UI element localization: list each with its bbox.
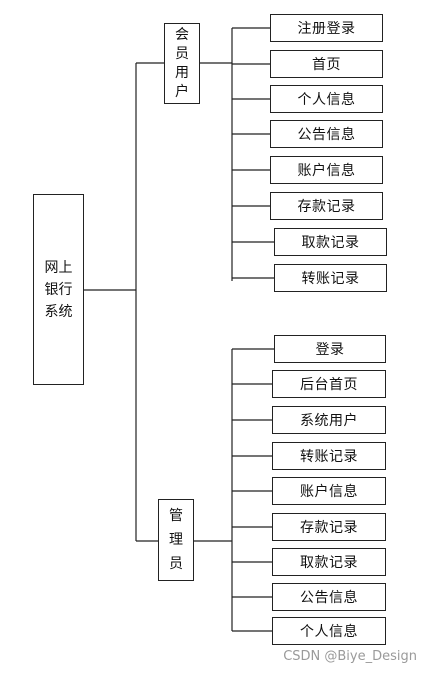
admin-item-login: 登录 — [274, 335, 386, 363]
member-item-personal-info: 个人信息 — [270, 85, 383, 113]
admin-item-announcements: 公告信息 — [272, 583, 386, 611]
member-char-1: 会 — [175, 26, 189, 43]
root-line-3: 系统 — [44, 303, 73, 320]
admin-char-1: 管 — [169, 508, 183, 524]
admin-item-account-info: 账户信息 — [272, 477, 386, 505]
admin-item-transfer-records: 转账记录 — [272, 442, 386, 470]
admin-item-dashboard: 后台首页 — [272, 370, 386, 398]
watermark: CSDN @Biye_Design — [283, 649, 417, 664]
member-item-transfer-records: 转账记录 — [274, 264, 387, 292]
member-item-deposit-records: 存款记录 — [270, 192, 383, 220]
member-char-4: 户 — [175, 83, 189, 100]
member-item-withdraw-records: 取款记录 — [274, 228, 387, 256]
member-char-3: 用 — [175, 64, 189, 81]
root-line-1: 网上 — [44, 259, 73, 276]
admin-item-deposit-records: 存款记录 — [272, 513, 386, 541]
admin-node: 管 理 员 — [158, 499, 194, 581]
member-item-register-login: 注册登录 — [270, 14, 383, 42]
root-line-2: 银行 — [44, 281, 73, 298]
admin-item-withdraw-records: 取款记录 — [272, 548, 386, 576]
admin-item-system-users: 系统用户 — [272, 406, 386, 434]
member-char-2: 员 — [175, 45, 189, 62]
member-item-home: 首页 — [270, 50, 383, 78]
admin-char-3: 员 — [169, 556, 183, 572]
member-user-node: 会 员 用 户 — [164, 23, 200, 104]
member-item-announcements: 公告信息 — [270, 120, 383, 148]
member-item-account-info: 账户信息 — [270, 156, 383, 184]
root-node: 网上 银行 系统 — [33, 194, 84, 385]
admin-item-personal-info: 个人信息 — [272, 617, 386, 645]
admin-char-2: 理 — [169, 532, 183, 548]
